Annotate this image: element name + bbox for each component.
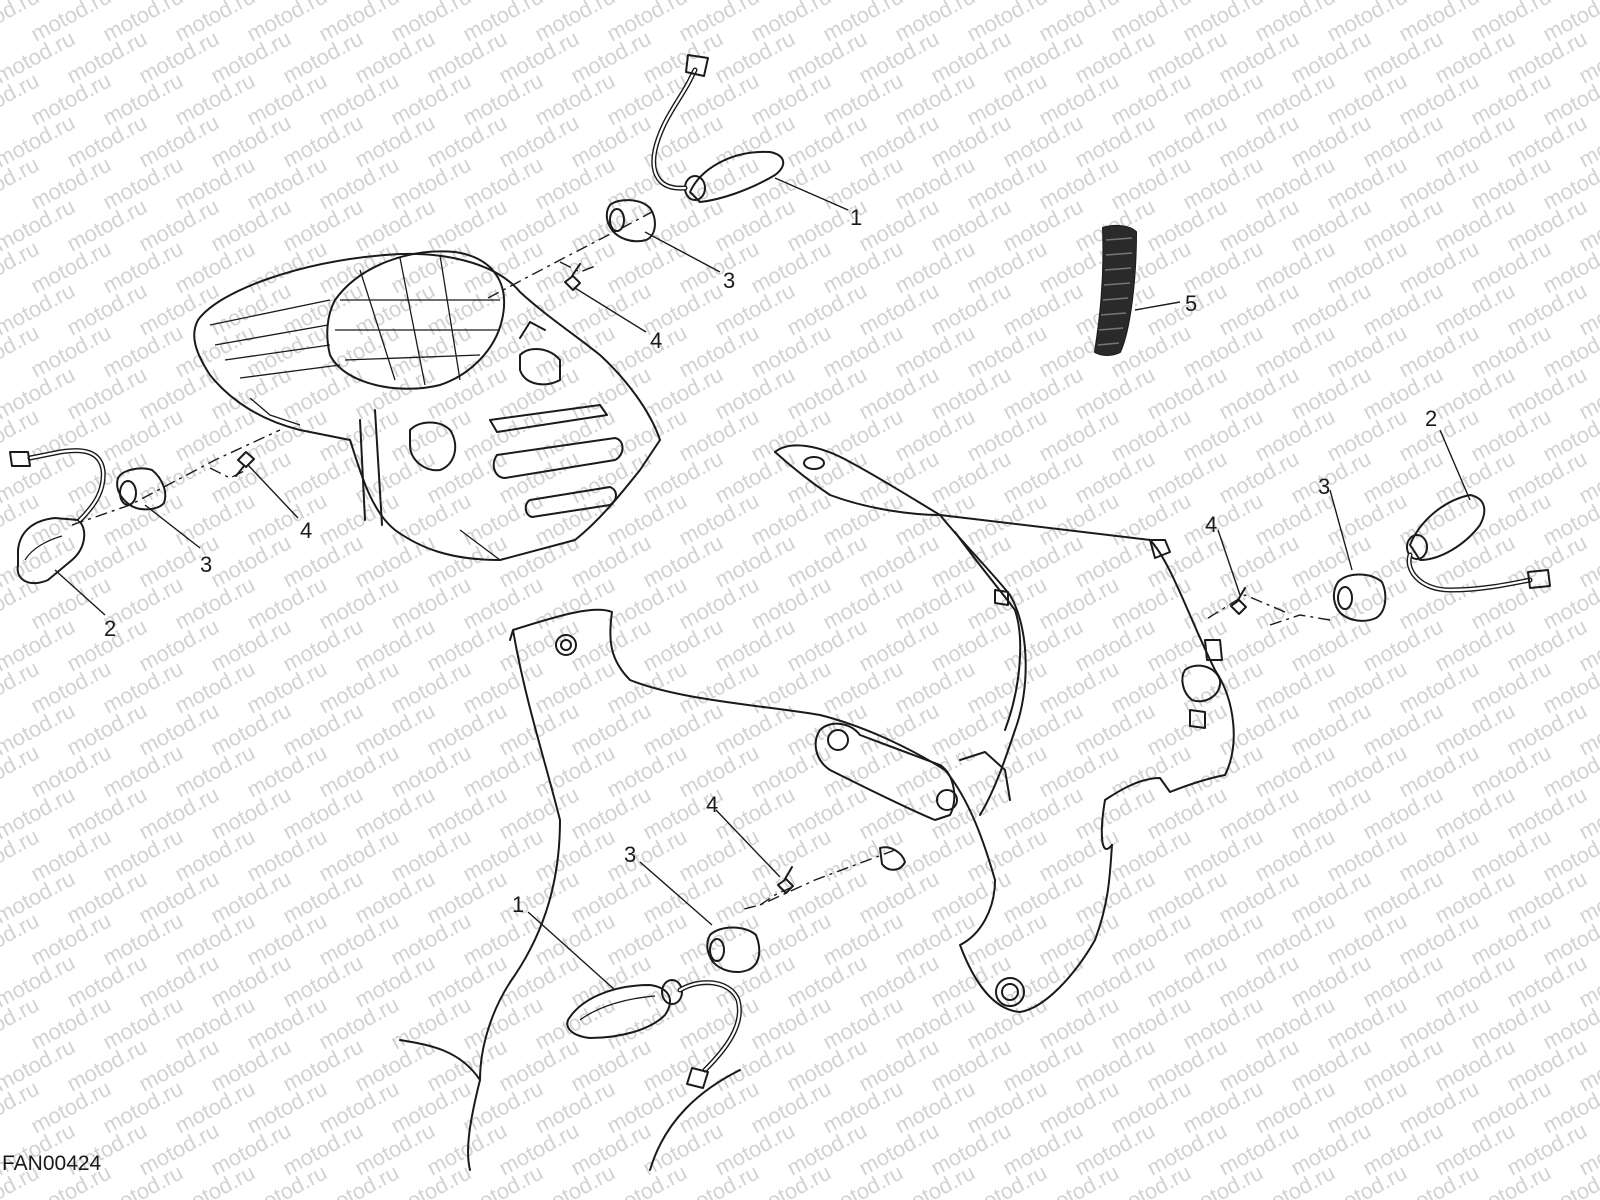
figure-code: FAN00424 — [2, 1152, 102, 1175]
leader-lines — [54, 177, 1471, 991]
rear-right-turn-indicator — [651, 54, 785, 203]
callout-numbers: 2 3 4 1 3 4 5 2 3 4 4 3 1 — [104, 205, 1437, 917]
front-fairing — [399, 444, 1235, 1171]
callout-rear-right-turn-indicator: 1 — [850, 205, 862, 230]
callout-front-left-rubber-grommet: 3 — [624, 842, 636, 867]
callout-rear-left-screw: 4 — [300, 518, 312, 543]
callout-cable-sheath: 5 — [1185, 291, 1197, 316]
callout-front-right-screw: 4 — [1205, 512, 1217, 537]
rear-left-rubber-grommet — [116, 467, 167, 511]
front-left-turn-indicator — [566, 979, 742, 1089]
callout-rear-right-screw: 4 — [650, 328, 662, 353]
front-right-rubber-grommet — [1332, 573, 1387, 622]
cable-sheath — [1094, 224, 1137, 356]
tail-section — [193, 250, 661, 561]
rear-left-turn-indicator — [9, 448, 106, 585]
front-right-screw — [1230, 587, 1247, 615]
callout-rear-right-rubber-grommet: 3 — [723, 268, 735, 293]
watermark-text: motod.ru — [1575, 0, 1600, 4]
callout-front-right-rubber-grommet: 3 — [1318, 474, 1330, 499]
front-left-screw — [777, 866, 794, 894]
callout-front-left-screw: 4 — [706, 792, 718, 817]
rear-right-screw — [564, 263, 581, 291]
callout-front-left-turn-indicator: 1 — [512, 892, 524, 917]
callout-front-right-turn-indicator: 2 — [1425, 406, 1437, 431]
front-right-turn-indicator — [1406, 494, 1551, 593]
rear-left-screw — [235, 451, 255, 477]
callout-rear-left-turn-indicator: 2 — [104, 616, 116, 641]
callout-rear-left-rubber-grommet: 3 — [200, 552, 212, 577]
front-left-rubber-grommet — [706, 926, 761, 973]
rear-right-rubber-grommet — [605, 199, 656, 243]
